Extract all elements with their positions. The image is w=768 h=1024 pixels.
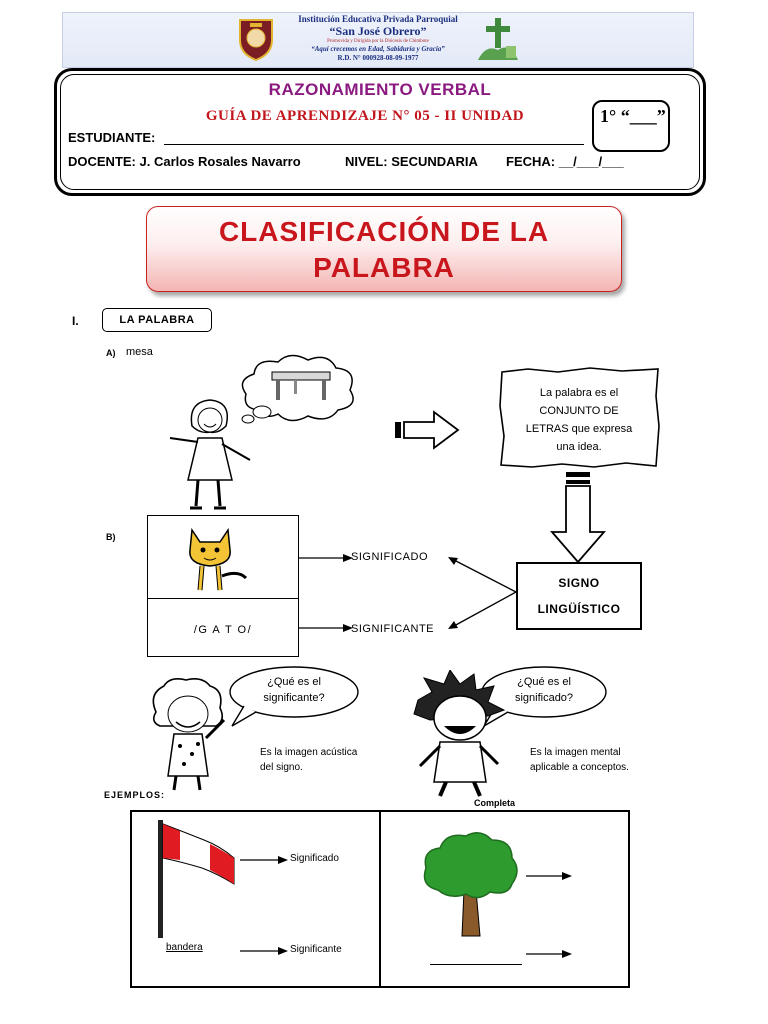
signo-linguistico-text: SIGNO LINGÜÍSTICO <box>516 570 642 622</box>
example-significante-label: Significante <box>290 944 342 955</box>
signo-line2: LINGÜÍSTICO <box>537 602 621 616</box>
teacher-label: DOCENTE: J. Carlos Rosales Navarro <box>68 154 301 169</box>
student-name-line <box>164 144 584 145</box>
right-arrow-icon <box>395 410 460 450</box>
date-label: FECHA: __/___/___ <box>506 154 624 169</box>
question-significante: ¿Qué es el significante? <box>234 674 354 706</box>
page-title-line1: CLASIFICACIÓN DE LA <box>218 216 550 247</box>
question-line: ¿Qué es el <box>267 676 321 688</box>
answer-line: Es la imagen acústica <box>260 747 358 758</box>
complete-label: Completa <box>474 798 516 808</box>
examples-table-divider <box>379 810 381 988</box>
header-inner-frame <box>60 74 700 190</box>
example-significado-label: Significado <box>290 853 339 864</box>
section-heading: LA PALABRA <box>102 308 212 332</box>
cat-illustration-icon <box>189 527 248 591</box>
level-label: NIVEL: SECUNDARIA <box>345 154 478 169</box>
examples-heading: EJEMPLOS: <box>104 790 166 800</box>
answer-line: aplicable a conceptos. <box>530 762 629 773</box>
section-number: I. <box>72 314 79 328</box>
part-a-label: A) <box>106 348 116 358</box>
gato-table <box>147 515 299 657</box>
title-box <box>146 206 622 292</box>
answer-significado: Es la imagen mental aplicable a concepto… <box>530 745 670 775</box>
definition-line: LETRAS que expresa <box>525 423 633 435</box>
banner-rd: R.D. N° 000928-08-09-1977 <box>337 54 419 62</box>
definition-line: una idea. <box>556 441 602 453</box>
signo-line1: SIGNO <box>558 576 600 590</box>
banner-motto: “Aquí crecemos en Edad, Sabiduría y Grac… <box>311 45 445 53</box>
answer-line: Es la imagen mental <box>530 747 621 758</box>
arrow-head-icon <box>343 624 353 632</box>
question-significado: ¿Qué es el significado? <box>488 674 600 706</box>
definition-text: La palabra es el CONJUNTO DE LETRAS que … <box>507 384 651 456</box>
example-arrow-2 <box>240 947 288 955</box>
down-arrow-icon <box>550 472 606 564</box>
example-arrow-1 <box>240 856 288 864</box>
speech-bubble-left <box>229 666 359 727</box>
answer-line: del signo. <box>260 762 303 773</box>
thought-bubbles-icon <box>241 405 272 424</box>
student-label: ESTUDIANTE: <box>68 130 156 145</box>
signo-linguistico-box <box>516 562 642 630</box>
gato-phonetic: /G A T O/ <box>193 624 253 636</box>
question-line: significante? <box>263 692 325 704</box>
answer-significante: Es la imagen acústica del signo. <box>260 745 390 775</box>
curly-hair-kid-icon <box>152 678 226 791</box>
banner-school-name: “San José Obrero” <box>329 24 427 38</box>
banner-institution: Institución Educativa Privada Parroquial <box>298 14 458 24</box>
banner-text: Institución Educativa Privada Parroquial… <box>280 14 476 63</box>
definition-card <box>499 367 660 468</box>
gato-table-divider <box>147 598 299 599</box>
tree-icon <box>423 832 518 937</box>
school-crest-icon <box>239 19 273 62</box>
part-a-word: mesa <box>126 346 153 358</box>
example-word-bandera: bandera <box>166 942 203 953</box>
header-frame <box>54 68 706 196</box>
spiky-hair-kid-icon <box>413 670 506 797</box>
example-arrow-4 <box>526 950 572 958</box>
guide-title: GUÍA DE APRENDIZAJE N° 05 - II UNIDAD <box>205 108 525 124</box>
table-arrows <box>299 554 353 632</box>
arrow-head-icon <box>343 554 353 562</box>
definition-line: CONJUNTO DE <box>539 405 619 417</box>
example-arrow-3 <box>526 872 572 880</box>
significante-label: SIGNIFICANTE <box>351 623 435 635</box>
thought-cloud-icon <box>241 354 354 422</box>
page-title: CLASIFICACIÓN DE LA PALABRA <box>146 214 622 286</box>
page-title-line2: PALABRA <box>313 252 455 283</box>
part-b-label: B) <box>106 532 116 542</box>
question-line: significado? <box>514 692 574 704</box>
answer-blank-line[interactable] <box>430 964 522 965</box>
school-banner <box>62 12 694 68</box>
definition-line: La palabra es el <box>539 387 619 399</box>
grade-box: 1° “___” <box>592 100 670 152</box>
signo-connector-arrows <box>448 557 517 629</box>
question-line: ¿Qué es el <box>517 676 571 688</box>
peru-flag-icon <box>158 820 235 938</box>
girl-illustration-icon <box>169 399 251 510</box>
course-title: RAZONAMIENTO VERBAL <box>268 80 492 99</box>
banner-promoted: Promovida y Dirigida por la Diócesis de … <box>327 39 429 44</box>
significado-label: SIGNIFICADO <box>351 551 429 563</box>
church-cross-icon <box>478 18 518 60</box>
